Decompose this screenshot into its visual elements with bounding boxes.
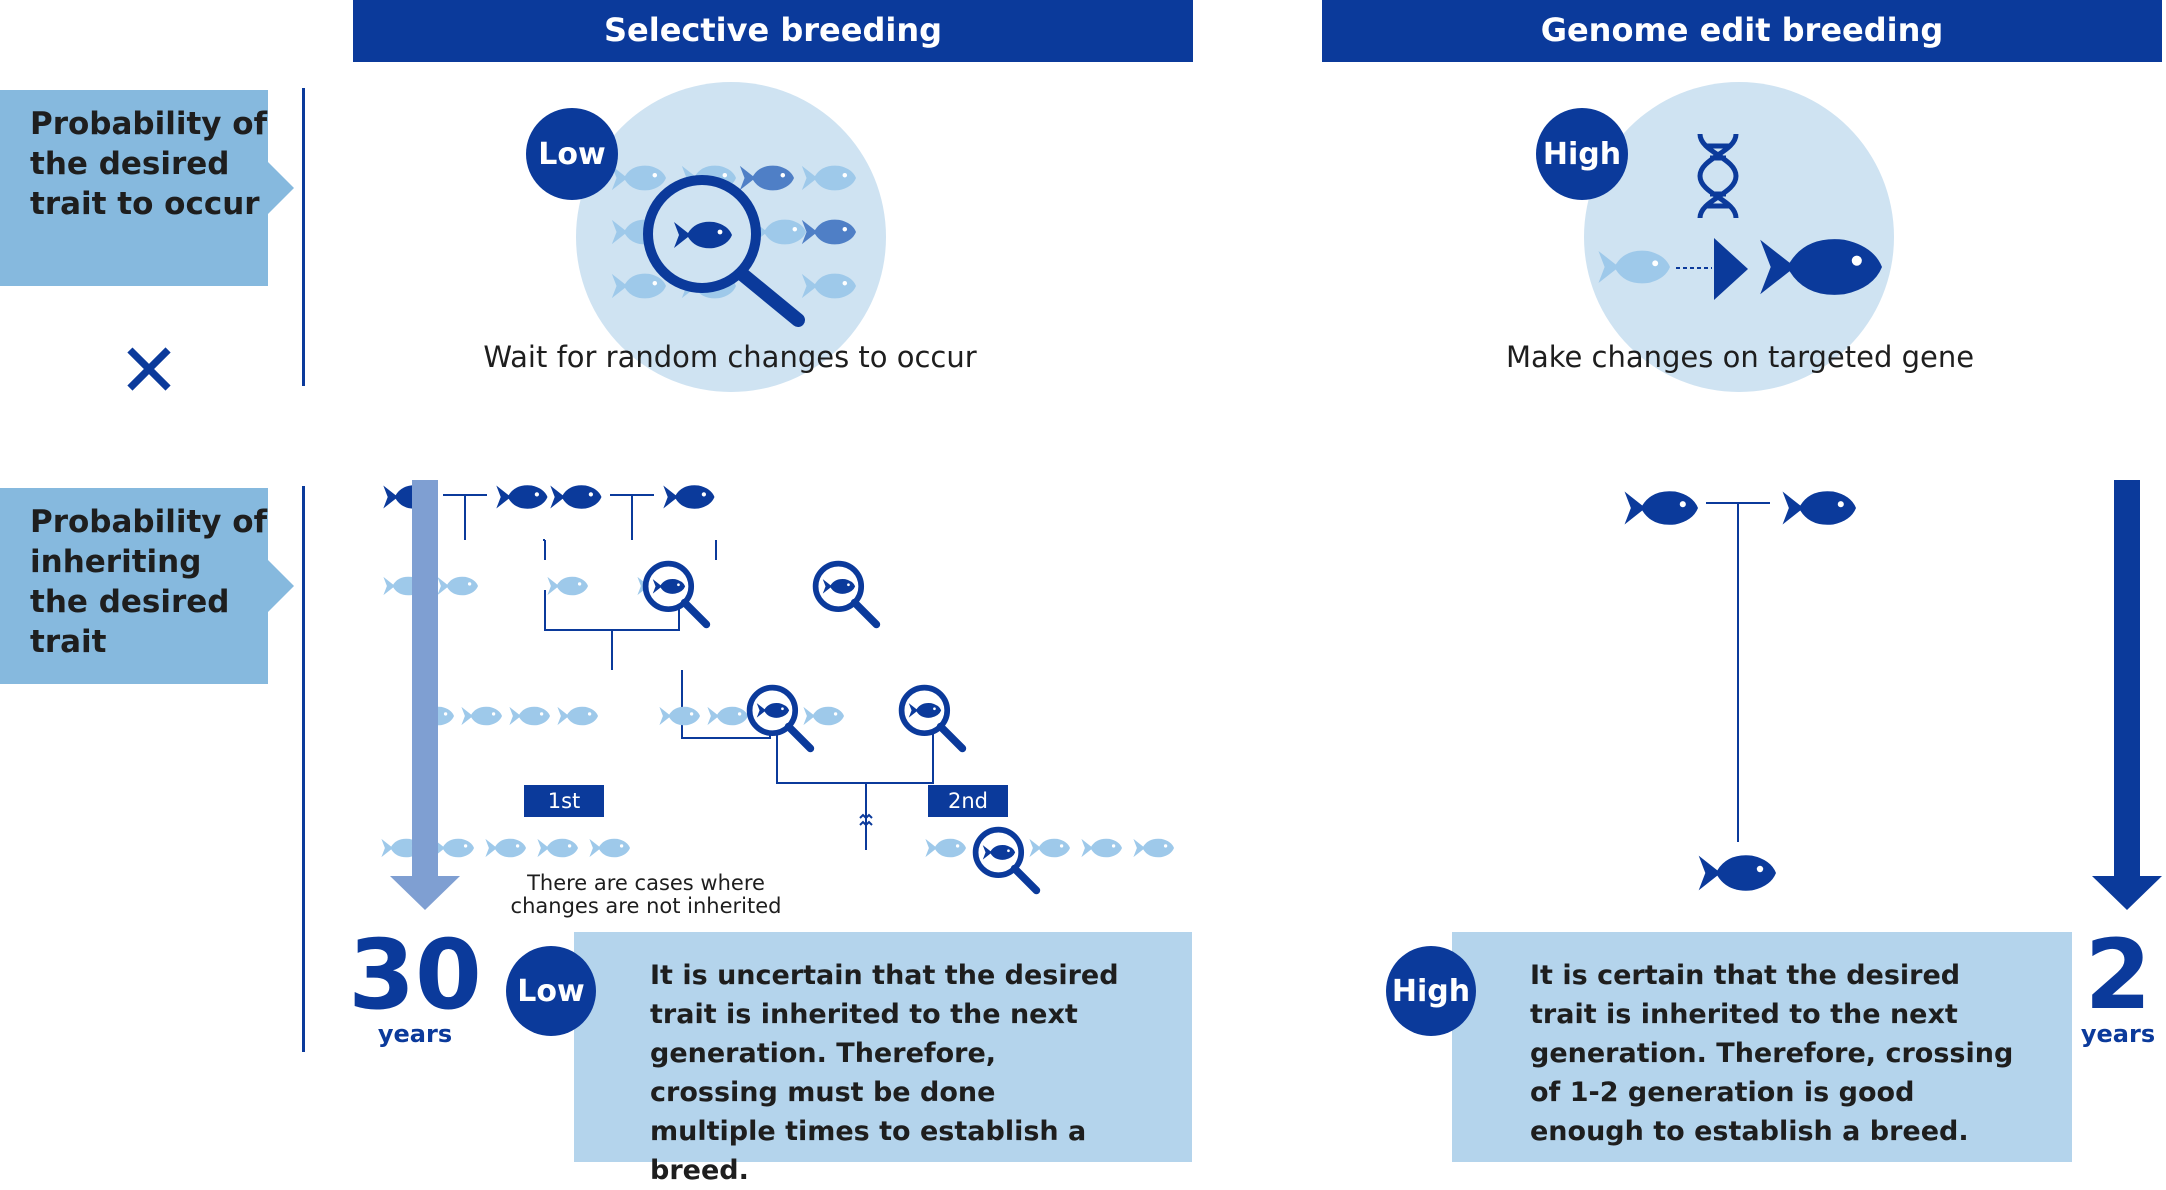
selective-pedigree-diagram (381, 485, 1174, 900)
generation-tag-1st: 1st (524, 785, 604, 817)
header-selective-breeding: Selective breeding (353, 0, 1193, 62)
not-inherited-note-line2: changes are not inherited (510, 894, 782, 918)
selective-result-box (574, 932, 1192, 1162)
selective-occur-caption: Wait for random changes to occur (483, 340, 977, 374)
generation-tag-2nd: 2nd (928, 785, 1008, 817)
row-divider-occur (302, 88, 305, 386)
genome-time-arrow (2092, 480, 2162, 910)
genome-result-text: It is certain that the desired trait is … (1530, 960, 2014, 1147)
selective-years-unit: years (377, 1020, 453, 1048)
fish-school-illustration (611, 165, 856, 327)
genome-years-unit: years (2080, 1020, 2156, 1048)
row-label-inherit: Probability of inheriting the desired tr… (0, 488, 294, 684)
gene-edit-illustration (1598, 133, 1882, 300)
genome-result-box (1452, 932, 2072, 1162)
selective-years-value: 30 (348, 919, 482, 1031)
genome-occur-circle (1584, 82, 1894, 392)
selective-time-arrow (390, 480, 460, 910)
row-label-occur: Probability of the desired trait to occu… (0, 90, 294, 286)
not-inherited-note-line1: There are cases where (527, 871, 765, 895)
selective-inherit-badge: Low (506, 946, 596, 1036)
genome-years-value: 2 (2084, 919, 2152, 1031)
multiply-icon: ✕ (118, 328, 181, 414)
dna-icon (1697, 133, 1739, 219)
genome-inherit-badge: High (1386, 946, 1476, 1036)
genome-pedigree-diagram (1624, 491, 1856, 891)
genome-occur-caption: Make changes on targeted gene (1505, 340, 1975, 374)
header-genome-edit-breeding: Genome edit breeding (1322, 0, 2162, 62)
row-divider-inherit (302, 486, 305, 1052)
selective-occur-badge: Low (526, 108, 618, 200)
genome-occur-badge: High (1536, 108, 1628, 200)
selective-result-text: It is uncertain that the desired trait i… (650, 960, 1119, 1186)
